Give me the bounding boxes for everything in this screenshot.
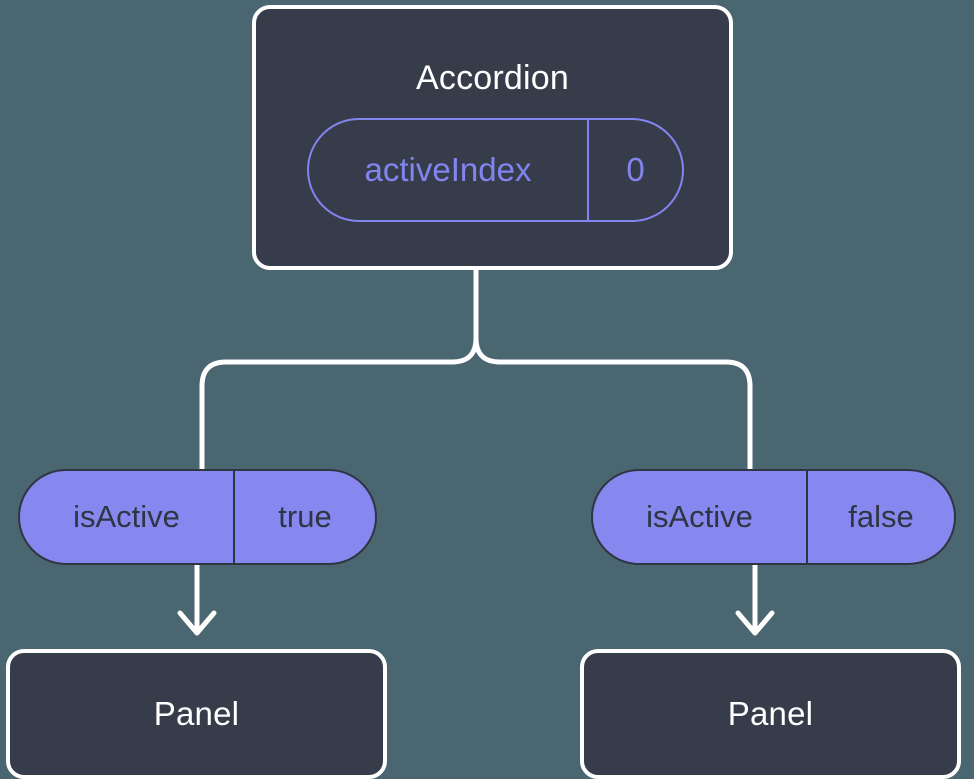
state-pill-active-index-key: activeIndex [309,120,589,220]
node-panel-left[interactable]: Panel [6,649,387,779]
state-pill-active-index-value: 0 [626,151,645,188]
prop-pill-is-active-right[interactable]: isActive false [591,469,956,565]
node-panel-right-title: Panel [727,695,814,732]
node-panel-left-title: Panel [153,695,240,732]
arrow-head-left-icon [177,610,217,636]
arrow-head-right-icon [735,610,775,636]
prop-pill-is-active-left[interactable]: isActive true [18,469,377,565]
node-panel-right[interactable]: Panel [580,649,961,779]
prop-pill-is-active-right-key: isActive [593,471,808,563]
state-pill-active-index[interactable]: activeIndex 0 [307,118,684,222]
prop-pill-is-active-left-key: isActive [20,471,235,563]
node-accordion-title: Accordion [416,59,569,97]
fork-connector [199,267,753,472]
prop-pill-is-active-left-value: true [278,499,332,534]
prop-pill-is-active-right-value: false [848,499,914,534]
